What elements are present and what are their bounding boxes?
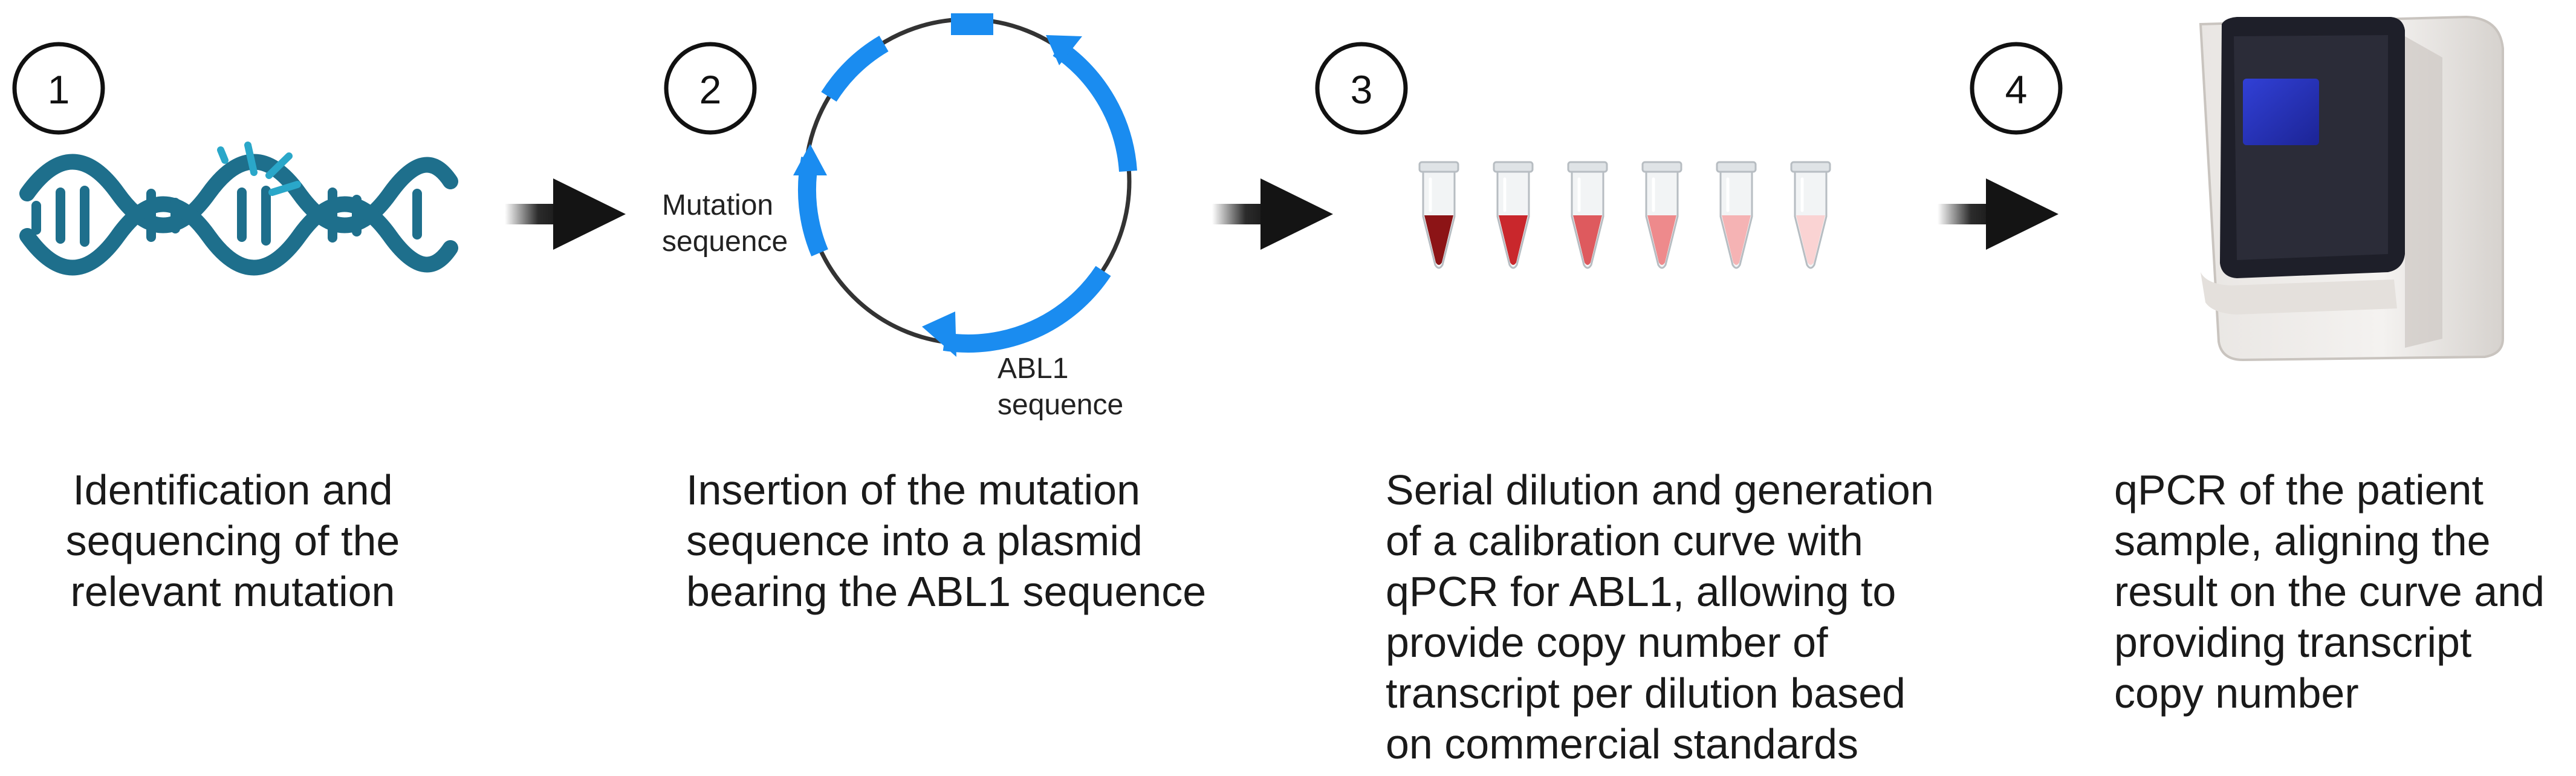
tube-icon xyxy=(1790,161,1831,269)
caption-line: sequence into a plasmid xyxy=(686,517,1143,564)
tube-icon xyxy=(1418,161,1459,269)
plasmid-icon: Mutation sequence ABL1 sequence xyxy=(662,13,1137,421)
tube-icon xyxy=(1567,161,1608,269)
caption-line: sequencing of the xyxy=(65,517,400,564)
dna-helix-icon xyxy=(19,142,458,276)
dilution-tubes xyxy=(1418,161,1831,269)
step-1-caption: Identification and sequencing of the rel… xyxy=(36,465,429,617)
step-4-caption: qPCR of the patient sample, aligning the… xyxy=(2114,465,2574,719)
caption-line: bearing the ABL1 sequence xyxy=(686,568,1207,615)
tube-icon xyxy=(1641,161,1682,269)
step-2-number: 2 xyxy=(664,42,757,135)
qpcr-machine-icon xyxy=(2199,15,2504,362)
step-1-number: 1 xyxy=(12,42,105,135)
caption-line: qPCR for ABL1, allowing to xyxy=(1386,568,1896,615)
caption-line: providing transcript xyxy=(2114,619,2472,666)
abl1-sequence-label-1: ABL1 xyxy=(998,353,1068,385)
tube-icon xyxy=(1716,161,1757,269)
machine-screen xyxy=(2243,79,2319,145)
step-3-caption: Serial dilution and generation of a cali… xyxy=(1386,465,1990,769)
abl1-sequence-label-2: sequence xyxy=(998,389,1123,421)
caption-line: copy number xyxy=(2114,670,2359,717)
caption-line: transcript per dilution based xyxy=(1386,670,1906,717)
step-4-number: 4 xyxy=(1970,42,2063,135)
caption-line: qPCR of the patient xyxy=(2114,466,2484,514)
mutation-sequence-label-1: Mutation xyxy=(662,189,773,221)
caption-line: relevant mutation xyxy=(70,568,395,615)
caption-line: of a calibration curve with xyxy=(1386,517,1863,564)
step-2-caption: Insertion of the mutation sequence into … xyxy=(686,465,1230,617)
tube-icon xyxy=(1493,161,1534,269)
caption-line: on commercial standards xyxy=(1386,720,1858,768)
right-arrow-icon xyxy=(1938,178,2059,250)
caption-line: provide copy number of xyxy=(1386,619,1828,666)
caption-line: Insertion of the mutation xyxy=(686,466,1140,514)
right-arrow-icon xyxy=(1212,178,1333,250)
step-1-number-text: 1 xyxy=(48,67,70,112)
caption-line: Identification and xyxy=(73,466,393,514)
step-3-number: 3 xyxy=(1315,42,1408,135)
step-4-number-text: 4 xyxy=(2005,67,2028,112)
step-2-number-text: 2 xyxy=(699,67,722,112)
caption-line: sample, aligning the xyxy=(2114,517,2491,564)
mutation-sequence-label-2: sequence xyxy=(662,226,788,258)
caption-line: result on the curve and xyxy=(2114,568,2545,615)
step-3-number-text: 3 xyxy=(1351,67,1373,112)
right-arrow-icon xyxy=(505,178,626,250)
mutation-spark-icon xyxy=(217,142,301,196)
caption-line: Serial dilution and generation xyxy=(1386,466,1934,514)
